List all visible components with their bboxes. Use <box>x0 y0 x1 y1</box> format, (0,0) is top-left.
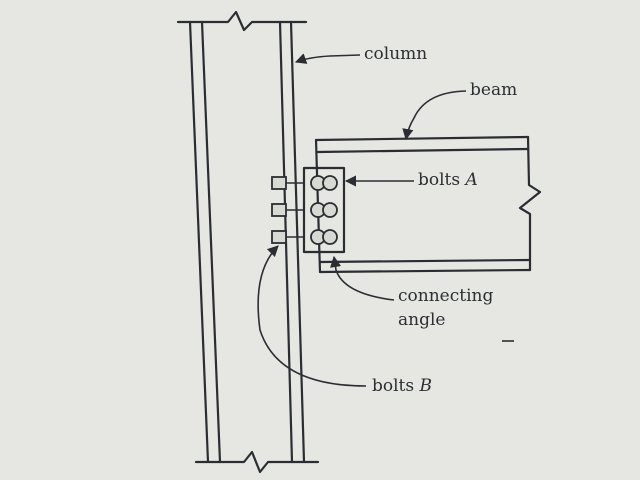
label-connecting-line1: connecting <box>398 286 494 306</box>
bolt-b-1 <box>271 176 304 190</box>
bolt-a-2 <box>310 202 338 218</box>
label-beam-text: beam <box>470 80 518 100</box>
label-bolts-a-letter: A <box>465 170 478 190</box>
leader-connecting-angle <box>329 255 395 301</box>
label-bolts-b-word: bolts <box>372 376 415 396</box>
label-bolts-b: bolts B <box>372 376 432 396</box>
bolt-a-1 <box>310 175 338 191</box>
beam-bottom-flange-bottom <box>318 268 532 274</box>
column-right-flange-outer <box>289 20 306 464</box>
column-left-flange-outer <box>188 20 210 464</box>
column-bottom-break <box>194 450 320 474</box>
label-bolts-a-word: bolts <box>418 170 461 190</box>
label-connecting-line2: angle <box>398 310 446 330</box>
bolt-b-3 <box>271 230 304 244</box>
column-top-break <box>176 10 308 32</box>
beam-top-flange-bottom <box>316 147 530 154</box>
column-left-flange-inner <box>200 20 222 464</box>
bolt-b-2 <box>271 203 304 217</box>
bolts-b-group <box>271 176 304 244</box>
label-column: column <box>364 44 427 64</box>
label-bolts-b-letter: B <box>419 376 433 396</box>
bolt-a-3 <box>310 229 338 245</box>
beam-right-break <box>518 135 542 272</box>
leader-column <box>294 53 361 64</box>
label-beam: beam <box>470 80 517 100</box>
beam-bottom-flange-top <box>318 258 532 264</box>
label-connecting-angle: connecting angle <box>398 286 493 330</box>
bolts-a-group <box>310 175 338 245</box>
label-bolts-a: bolts A <box>418 170 478 190</box>
label-column-text: column <box>364 44 428 64</box>
column <box>176 10 320 474</box>
beam <box>314 135 542 274</box>
leader-beam <box>402 90 467 141</box>
leader-bolts-b <box>257 245 367 387</box>
beam-top-flange-top <box>314 135 530 142</box>
